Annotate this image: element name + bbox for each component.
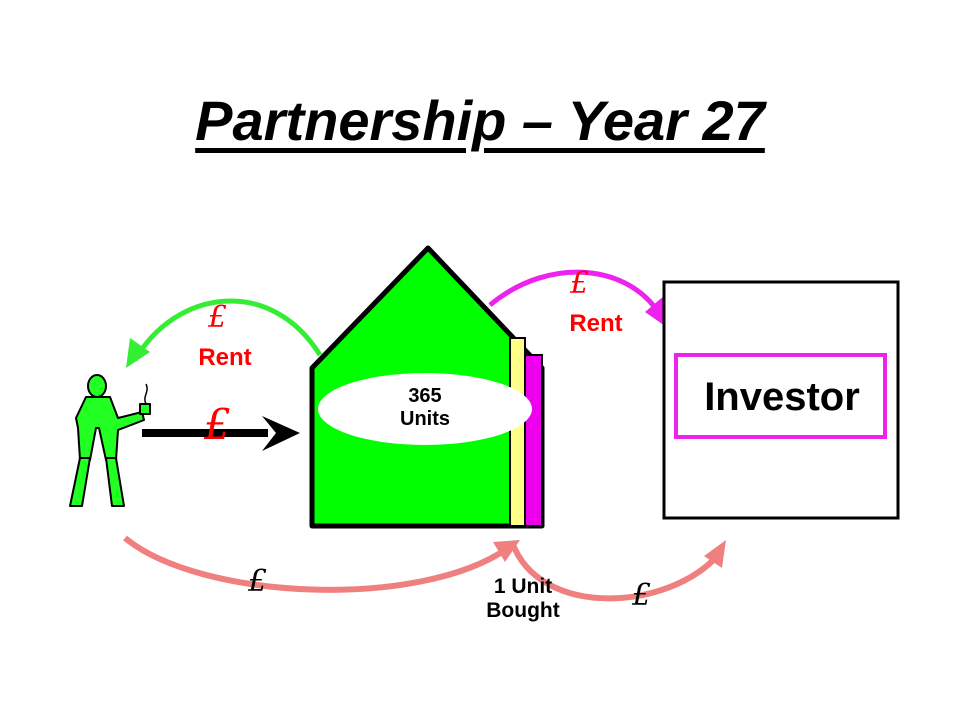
payment-pound: £ — [204, 400, 231, 449]
units-count: 365 — [408, 385, 442, 407]
steam-icon — [144, 383, 148, 405]
house-strip-yellow — [509, 337, 526, 527]
unit-bought-label: 1 Unit Bought — [470, 575, 576, 623]
rent-right-label: Rent — [569, 310, 623, 337]
person-icon — [69, 374, 151, 507]
rent-right-pound: £ — [570, 266, 590, 301]
payment-arrow-head — [262, 416, 300, 451]
units-label: 365 Units — [385, 385, 465, 431]
investor-label: Investor — [704, 375, 860, 419]
unit-bought-line2: Bought — [486, 599, 560, 623]
rent-left-pound: £ — [208, 300, 228, 335]
rent-left-label: Rent — [198, 344, 252, 371]
units-text: Units — [400, 408, 450, 430]
house-strip-magenta — [524, 354, 543, 527]
unit-bought-line1: 1 Unit — [493, 575, 553, 598]
rent-arrow-left — [132, 298, 323, 362]
rent-arrow-left-head — [126, 338, 150, 368]
investor-box — [662, 280, 900, 520]
units-ellipse — [318, 373, 532, 445]
rent-arrow-right-head — [645, 295, 668, 328]
bottom-arrow-right-head — [704, 540, 726, 568]
bottom-left-pound: £ — [248, 564, 268, 599]
rent-arrow-right — [488, 269, 663, 317]
bottom-arrow-left — [123, 535, 510, 593]
bottom-arrow-right — [509, 540, 721, 602]
bottom-right-pound: £ — [632, 578, 652, 613]
investor-label-box — [674, 353, 887, 439]
page-title: Partnership – Year 27 — [195, 89, 765, 152]
